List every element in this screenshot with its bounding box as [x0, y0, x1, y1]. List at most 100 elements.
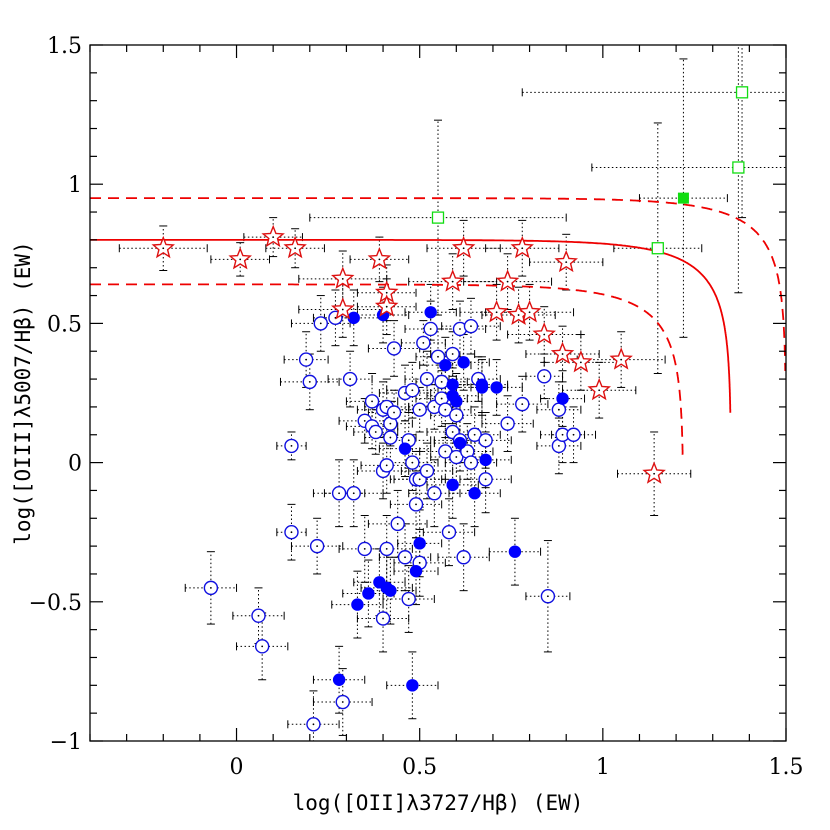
open-circle-center: [404, 392, 406, 394]
filled-circle-point: [479, 453, 492, 467]
open-circle-center: [305, 358, 308, 361]
open-circle-center: [521, 403, 524, 406]
open-circle-center: [426, 470, 428, 472]
filled-circle-point: [413, 537, 426, 550]
open-circle-center: [407, 439, 410, 442]
star-center: [561, 353, 564, 355]
star-center: [579, 361, 582, 364]
filled-square-point: [677, 192, 689, 204]
open-square-point: [735, 86, 749, 99]
star-point: [261, 224, 285, 248]
open-circle-center: [444, 450, 447, 453]
data-markers-layer: [151, 86, 749, 732]
star-center: [506, 280, 509, 283]
open-circle-center: [484, 439, 487, 442]
open-square-point: [732, 161, 745, 174]
star-center: [462, 247, 465, 250]
star-point: [331, 266, 355, 289]
star-point: [283, 235, 307, 259]
open-circle-center: [393, 347, 395, 350]
filled-circle-point: [384, 584, 397, 597]
star-point: [440, 269, 465, 292]
star-point: [484, 299, 509, 323]
open-circle-center: [389, 422, 392, 425]
filled-circle-point: [475, 381, 489, 394]
open-circle-center: [470, 461, 472, 464]
open-circle-center: [444, 408, 447, 411]
open-circle-center: [451, 431, 454, 433]
open-circle-center: [415, 503, 417, 506]
filled-circle-point: [362, 587, 375, 600]
demarcation-curves: [90, 197, 786, 458]
filled-circle-point: [457, 356, 470, 369]
open-circle-center: [557, 408, 560, 411]
star-point: [517, 299, 542, 323]
open-circle-center: [411, 461, 414, 464]
open-circle-center: [363, 419, 366, 422]
open-circle-center: [341, 701, 344, 703]
star-center: [495, 311, 498, 314]
open-circle-center: [572, 433, 575, 436]
open-circle-center: [352, 492, 355, 495]
star-center: [517, 314, 520, 316]
open-circle-center: [385, 464, 388, 467]
open-circle-center: [466, 450, 469, 453]
open-circle-center: [418, 478, 421, 481]
filled-circle-point: [468, 487, 481, 500]
star-center: [272, 236, 275, 238]
star-center: [385, 305, 388, 308]
x-tick-label: 1: [596, 755, 610, 780]
star-center: [239, 258, 242, 261]
filled-circle-point: [439, 358, 452, 372]
open-circle-center: [290, 531, 293, 534]
open-circle-center: [261, 645, 264, 648]
open-circle-center: [484, 478, 487, 481]
y-tick-label: 0: [68, 452, 82, 477]
open-circle-center: [385, 548, 388, 550]
open-circle-center: [393, 411, 395, 414]
open-circle-center: [396, 522, 399, 525]
open-circle-center: [389, 436, 392, 439]
y-tick-label: 0.5: [47, 312, 82, 337]
star-point: [367, 247, 392, 270]
axis-ticks: [89, 44, 787, 742]
open-circle-center: [543, 375, 546, 378]
filled-circle-point: [398, 442, 412, 455]
filled-circle-point: [446, 478, 459, 492]
open-circle-center: [455, 456, 458, 458]
star-center: [341, 308, 344, 311]
star-point: [374, 294, 399, 317]
open-circle-center: [349, 378, 351, 380]
star-center: [528, 311, 531, 314]
open-circle-center: [440, 380, 443, 383]
star-point: [609, 347, 633, 370]
filled-circle-point: [508, 545, 522, 558]
star-point: [569, 350, 593, 373]
x-tick-label: 1.5: [769, 755, 804, 780]
open-circle-center: [374, 431, 377, 433]
open-circle-center: [371, 400, 373, 403]
open-circle-center: [290, 444, 293, 447]
star-center: [378, 258, 381, 261]
open-circle-center: [433, 492, 436, 495]
open-circle-center: [462, 556, 465, 559]
open-circle-center: [407, 598, 410, 600]
star-point: [587, 377, 612, 401]
open-circle-center: [422, 341, 425, 344]
open-square-point: [431, 211, 445, 224]
y-tick-label: 1.5: [47, 34, 82, 59]
open-circle-center: [455, 414, 458, 417]
star-center: [294, 247, 297, 250]
star-center: [620, 358, 623, 361]
open-circle-center: [426, 378, 428, 380]
star-point: [151, 235, 175, 259]
solid-curve: [90, 239, 732, 413]
filled-circle-point: [409, 564, 423, 578]
filled-circle-point: [406, 679, 419, 692]
y-tick-label: 1: [68, 173, 82, 198]
open-circle-center: [418, 561, 421, 564]
star-center: [598, 389, 601, 392]
open-circle-center: [546, 595, 549, 598]
open-circle-center: [437, 355, 439, 358]
